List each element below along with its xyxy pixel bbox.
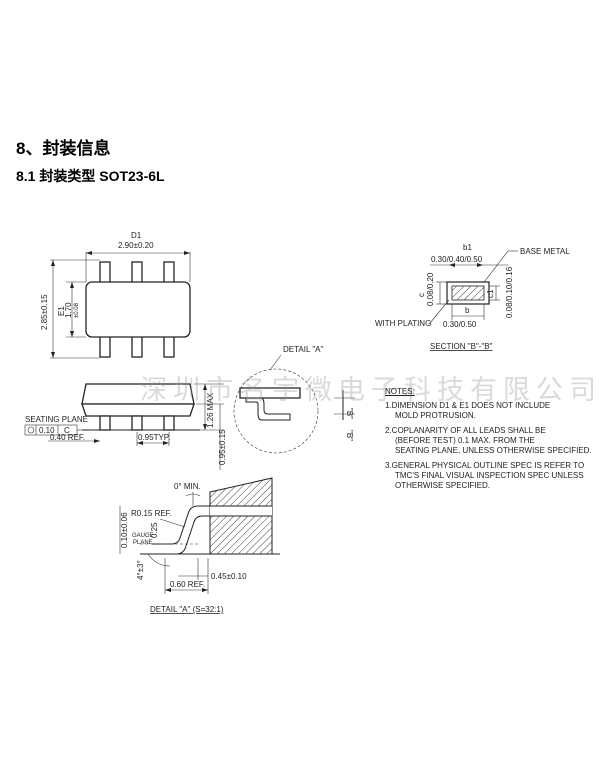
section-caption: SECTION "B"-"B" <box>430 342 493 351</box>
lead <box>163 334 175 358</box>
lead <box>99 415 111 431</box>
e1-value: 1.70 <box>64 302 73 318</box>
subsection-title: 8.1 封装类型 SOT23-6L <box>16 168 165 184</box>
c1-value: 0.08/0.10/0.16 <box>505 266 514 318</box>
radius-label: R0.15 REF. <box>131 509 172 518</box>
body-height: 0.95±0.15 <box>218 429 227 465</box>
svg-text:"B": "B" <box>345 408 354 419</box>
lead <box>163 261 175 285</box>
datum-label: C <box>64 426 70 435</box>
b1-label: b1 <box>463 243 472 252</box>
note-item: 1.DIMENSION D1 & E1 DOES NOT INCLUDE MOL… <box>385 401 551 420</box>
lead <box>131 334 143 358</box>
lead <box>131 415 143 431</box>
note-item: 3.GENERAL PHYSICAL OUTLINE SPEC IS REFER… <box>385 461 585 490</box>
notes-title: NOTES: <box>385 387 415 396</box>
detail-caption: DETAIL "A" (S=32:1) <box>150 605 224 614</box>
min-angle: 0° MIN. <box>174 482 201 491</box>
section-view: b1 0.30/0.40/0.50 BASE METAL c 0.08/0.20… <box>375 243 570 351</box>
detail-view: 0° MIN. R0.15 REF. 0.10±0.06 0.25 GAUGE … <box>119 477 280 614</box>
c1-label: c1 <box>486 289 495 298</box>
gauge-label-2: PLANE <box>133 540 153 546</box>
b-label: b <box>465 306 470 315</box>
e1-label: E1 <box>57 306 66 316</box>
d1-label: D1 <box>131 231 142 240</box>
lead <box>99 261 111 285</box>
lead-offset: 0.40 REF. <box>50 433 85 442</box>
lead <box>131 261 143 285</box>
e1-note: ±0.08 <box>74 302 80 318</box>
detail-ref-label: DETAIL "A" <box>283 345 324 354</box>
notes-block: NOTES: 1.DIMENSION D1 & E1 DOES NOT INCL… <box>385 387 592 491</box>
total-width: 2.85±0.15 <box>40 294 49 330</box>
svg-text:"B": "B" <box>345 430 354 441</box>
b-value: 0.30/0.50 <box>443 320 477 329</box>
max-height: 1.26 MAX <box>206 392 215 428</box>
lead <box>99 334 111 358</box>
package-body <box>85 281 191 338</box>
gauge-label-1: GAUGE <box>132 533 154 539</box>
c-value: 0.08/0.20 <box>426 272 435 306</box>
seating-plane-label: SEATING PLANE <box>25 415 88 424</box>
base-metal-cross-section <box>451 285 485 301</box>
d1-value: 2.90±0.20 <box>118 241 154 250</box>
with-plating-label: WITH PLATING <box>375 319 431 328</box>
lead-length: 0.60 REF. <box>170 580 205 589</box>
side-view: SEATING PLANE 0.10 C 0.40 REF. 0.95TYP. … <box>24 345 355 470</box>
top-view: D1 2.90±0.20 2.85±0.15 E1 1.70 ±0.08 <box>40 231 191 359</box>
lead-height: 0.10±0.06 <box>120 512 129 548</box>
lead <box>163 415 175 431</box>
watermark: 深圳市名宇微电子科技有限公司 <box>140 375 600 406</box>
angle-label: 4°±3° <box>136 560 145 580</box>
c-label: c <box>417 293 426 297</box>
flatness-value: 0.10 <box>39 426 55 435</box>
foot-length: 0.45±0.10 <box>211 572 247 581</box>
b1-value: 0.30/0.40/0.50 <box>431 255 483 264</box>
note-item: 2.COPLANARITY OF ALL LEADS SHALL BE (BEF… <box>385 426 592 455</box>
section-title: 8、封装信息 <box>16 139 111 158</box>
base-metal-label: BASE METAL <box>520 247 570 256</box>
pitch-value: 0.95TYP. <box>138 433 170 442</box>
gauge-value: 0.25 <box>150 522 159 538</box>
